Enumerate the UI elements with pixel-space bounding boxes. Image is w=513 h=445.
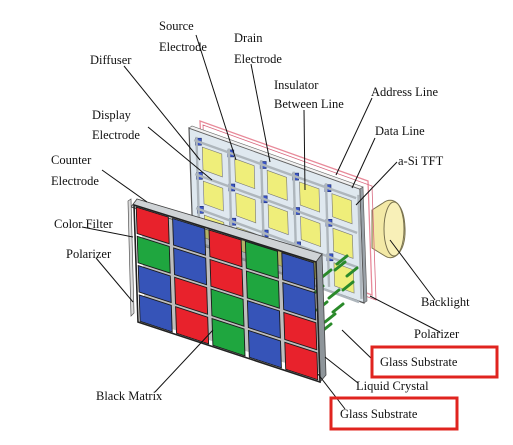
display-electrode-cell bbox=[300, 215, 322, 248]
color-filter-label: Color Filter bbox=[54, 217, 114, 231]
subpixel-red bbox=[209, 258, 244, 298]
color-filter-grid bbox=[135, 206, 319, 381]
display-electrode-label: Display Electrode bbox=[92, 108, 140, 142]
display-electrode-cell bbox=[201, 146, 223, 178]
leader-lines bbox=[81, 34, 441, 410]
black-matrix-label: Black Matrix bbox=[96, 389, 163, 403]
address-line bbox=[195, 206, 359, 269]
display-electrode-cell bbox=[235, 192, 257, 224]
tft-array-panel bbox=[188, 125, 368, 304]
liquid-crystal-molecule bbox=[335, 254, 349, 266]
address-line bbox=[193, 138, 357, 200]
subpixel-red bbox=[208, 229, 243, 268]
liquid-crystal-label: Liquid Crystal bbox=[356, 379, 429, 393]
glass-substrate-bottom-label: Glass Substrate bbox=[340, 407, 418, 421]
subpixel-green bbox=[136, 235, 171, 274]
backlight-label: Backlight bbox=[421, 295, 470, 309]
subpixel-blue bbox=[173, 247, 208, 286]
subpixel-green bbox=[244, 240, 279, 279]
counter-electrode-label: Counter Electrode bbox=[51, 153, 99, 188]
color-filter-panel bbox=[127, 198, 327, 384]
a-si-tft-label: a-Si TFT bbox=[398, 154, 444, 168]
subpixel-blue bbox=[172, 217, 207, 256]
subpixel-green bbox=[210, 288, 245, 327]
display-electrode-cell bbox=[266, 169, 288, 201]
source-electrode-label: Source Electrode bbox=[159, 19, 207, 54]
data-line bbox=[324, 183, 331, 287]
diffuser-label: Diffuser bbox=[90, 53, 132, 67]
insulator-between-line-label: Insulator Between Line bbox=[274, 78, 344, 111]
address-line-label: Address Line bbox=[371, 85, 438, 99]
subpixel-blue bbox=[137, 264, 172, 304]
subpixel-green bbox=[211, 317, 246, 357]
display-electrode-cell bbox=[331, 193, 353, 225]
subpixel-red bbox=[284, 341, 319, 381]
liquid-crystal-molecule bbox=[341, 280, 355, 292]
display-electrode-cell bbox=[332, 227, 354, 259]
subpixel-red bbox=[175, 306, 210, 345]
display-electrode-cell bbox=[267, 204, 289, 236]
glass-substrate-top-label: Glass Substrate bbox=[380, 355, 458, 369]
liquid-crystal-molecule bbox=[331, 302, 345, 314]
liquid-crystal-molecule bbox=[327, 288, 341, 300]
display-electrode-cell bbox=[202, 180, 224, 212]
drain-electrode-label: Drain Electrode bbox=[234, 31, 282, 66]
polarizer-left-label: Polarizer bbox=[66, 247, 112, 261]
address-line bbox=[194, 172, 358, 234]
liquid-crystal-molecule bbox=[345, 266, 359, 278]
subpixel-red bbox=[135, 206, 170, 245]
subpixel-red bbox=[174, 276, 209, 315]
data-line bbox=[357, 194, 363, 299]
data-line-label: Data Line bbox=[375, 124, 425, 138]
glass-substrate-bottom-highlight bbox=[329, 396, 459, 431]
liquid-crystal-molecule bbox=[323, 312, 337, 324]
subpixel-blue bbox=[138, 294, 173, 333]
glass-substrate-top-highlight bbox=[370, 345, 499, 379]
polarizer-right-label: Polarizer bbox=[414, 327, 460, 341]
subpixel-blue bbox=[282, 281, 317, 321]
subpixel-blue bbox=[247, 329, 282, 369]
backlight-shape bbox=[371, 199, 406, 259]
display-electrode-cell bbox=[234, 158, 256, 190]
subpixel-red bbox=[283, 311, 318, 351]
subpixel-blue bbox=[281, 252, 316, 291]
liquid-crystal-molecule bbox=[333, 260, 347, 272]
subpixel-blue bbox=[246, 300, 281, 339]
subpixel-green bbox=[245, 270, 280, 309]
